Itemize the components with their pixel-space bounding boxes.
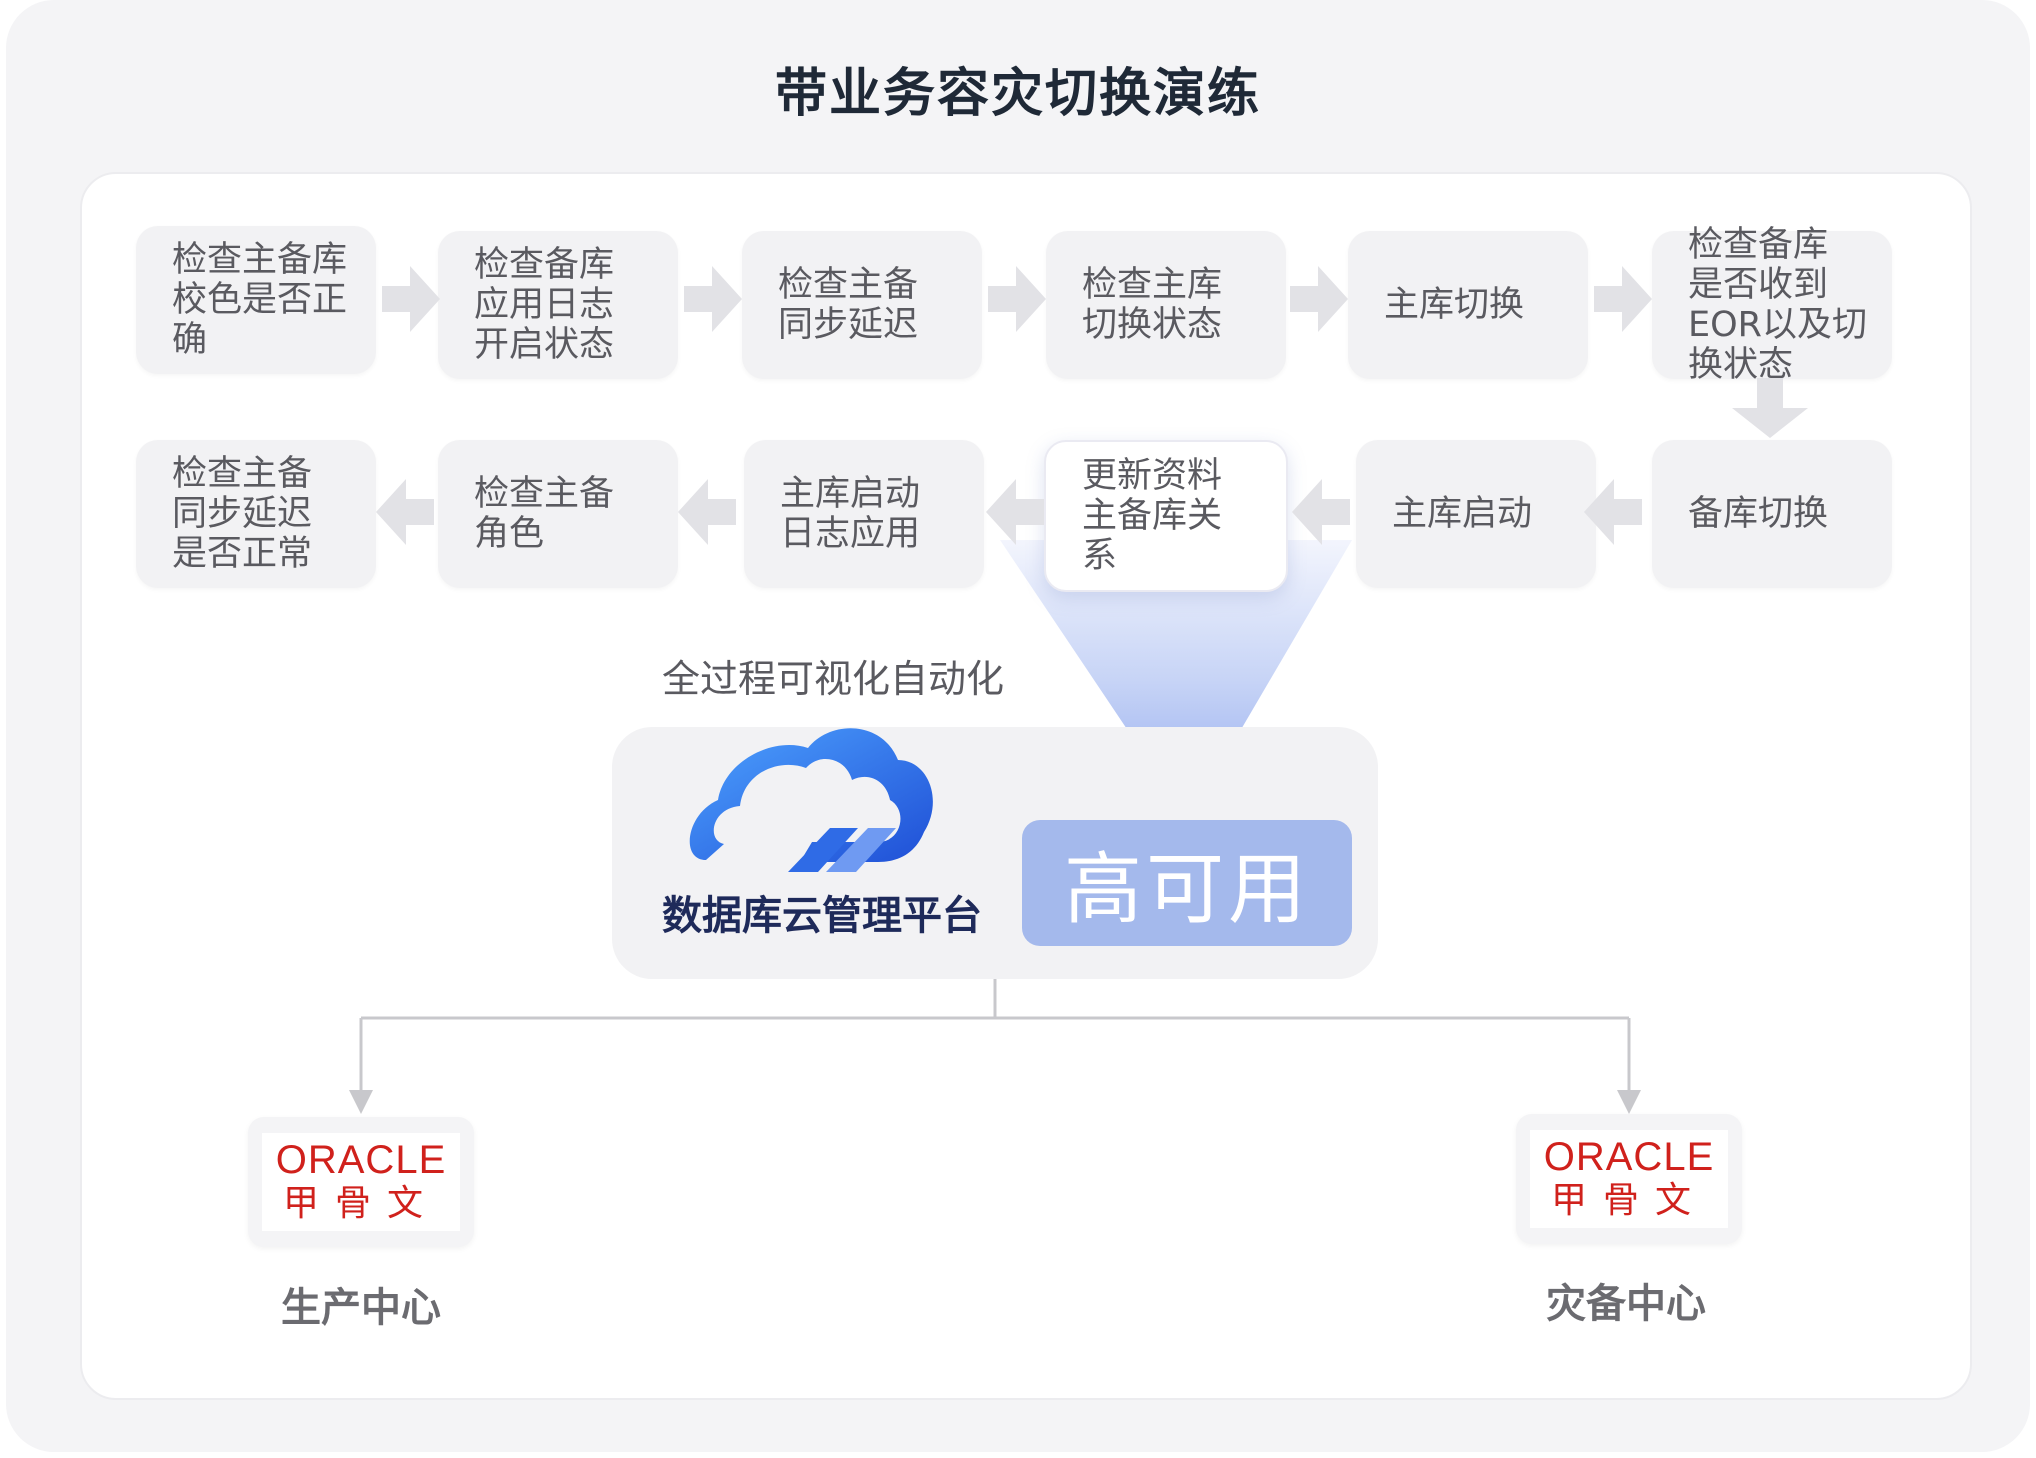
oracle-chinese-name: 甲骨文 — [1550, 1180, 1707, 1221]
arrow-left-icon — [678, 479, 736, 545]
automation-label: 全过程可视化自动化 — [662, 657, 1005, 701]
oracle-logo-dr: ORACLE 甲骨文 — [1516, 1114, 1742, 1244]
oracle-wordmark: ORACLE — [275, 1138, 447, 1182]
step-box-2-4: 更新资料 主备库关 系 — [1044, 440, 1288, 592]
step-box-1-6: 检查备库 是否收到 EOR以及切 换状态 — [1652, 225, 1892, 385]
step-label: 主库切换 — [1384, 285, 1525, 325]
arrow-left-icon — [376, 479, 434, 545]
high-availability-badge: 高可用 — [1022, 820, 1352, 946]
step-label: 检查备库 应用日志 开启状态 — [474, 245, 615, 365]
arrow-right-icon — [382, 266, 440, 332]
arrow-right-icon — [988, 266, 1046, 332]
funnel-triangle — [1000, 540, 1352, 820]
step-label: 检查主备 角色 — [474, 474, 615, 554]
step-label: 主库启动 — [1392, 494, 1533, 534]
oracle-logo-icon: ORACLE 甲骨文 — [262, 1133, 460, 1231]
arrow-left-icon — [1584, 479, 1642, 545]
oracle-logo-production: ORACLE 甲骨文 — [248, 1117, 474, 1247]
arrow-left-icon — [1292, 479, 1350, 545]
step-label: 检查主备 同步延迟 是否正常 — [172, 454, 313, 574]
arrow-down-icon — [1732, 378, 1808, 438]
production-center-label: 生产中心 — [281, 1285, 441, 1331]
arrow-right-icon — [1594, 266, 1652, 332]
dr-center-label: 灾备中心 — [1546, 1281, 1706, 1327]
step-label: 检查主库 切换状态 — [1082, 265, 1223, 345]
step-label: 检查主备 同步延迟 — [778, 265, 919, 345]
page-title: 带业务容灾切换演练 — [774, 64, 1261, 124]
arrow-down-icon — [1617, 1090, 1641, 1114]
step-box-1-4: 检查主库 切换状态 — [1046, 231, 1286, 379]
arrow-right-icon — [684, 266, 742, 332]
step-box-2-1: 检查主备 同步延迟 是否正常 — [136, 440, 376, 588]
step-label: 检查备库 是否收到 EOR以及切 换状态 — [1688, 225, 1867, 385]
step-box-1-5: 主库切换 — [1348, 231, 1588, 379]
step-box-1-2: 检查备库 应用日志 开启状态 — [438, 231, 678, 379]
arrow-left-icon — [986, 479, 1044, 545]
platform-name: 数据库云管理平台 — [662, 893, 982, 939]
step-box-1-1: 检查主备库 校色是否正 确 — [136, 226, 376, 374]
step-box-1-3: 检查主备 同步延迟 — [742, 231, 982, 379]
step-box-2-5: 主库启动 — [1356, 440, 1596, 588]
step-label: 主库启动 日志应用 — [780, 474, 921, 554]
oracle-wordmark: ORACLE — [1543, 1135, 1715, 1179]
arrow-right-icon — [1290, 266, 1348, 332]
step-label: 备库切换 — [1688, 494, 1829, 534]
oracle-logo-icon: ORACLE 甲骨文 — [1530, 1130, 1728, 1228]
oracle-chinese-name: 甲骨文 — [282, 1183, 439, 1224]
arrow-down-icon — [349, 1090, 373, 1114]
badge-label: 高可用 — [1063, 845, 1310, 935]
tree-connector — [359, 968, 1631, 1094]
step-box-2-3: 主库启动 日志应用 — [744, 440, 984, 588]
step-label: 检查主备库 校色是否正 确 — [172, 240, 348, 360]
step-box-2-2: 检查主备 角色 — [438, 440, 678, 588]
step-box-2-6: 备库切换 — [1652, 440, 1892, 588]
step-label: 更新资料 主备库关 系 — [1082, 456, 1223, 576]
